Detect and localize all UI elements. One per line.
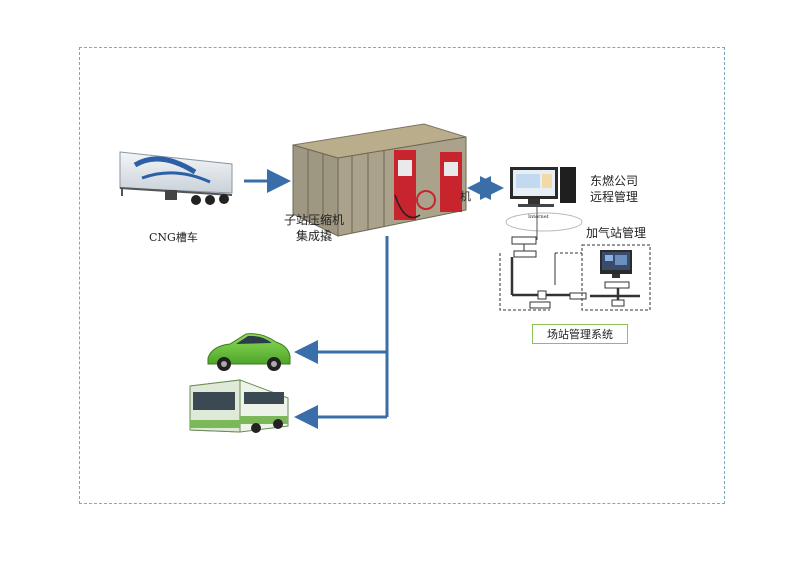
site-management-system-label: 场站管理系统 <box>547 328 613 341</box>
bus-image <box>189 379 289 433</box>
cng-truck-image <box>119 151 233 205</box>
network-diagram <box>499 236 651 311</box>
internet-label: Internet <box>528 214 549 220</box>
site-management-system-box: 场站管理系统 <box>532 324 628 344</box>
remote-management-line2: 远程管理 <box>590 190 639 204</box>
substation-label-line1: 子站压缩机 <box>283 213 344 227</box>
remote-management-line1: 东燃公司 <box>590 174 639 188</box>
substation-label-line2: 集成撬 <box>295 229 332 243</box>
computer-workstation-image <box>510 167 576 207</box>
cng-truck-label: CNG槽车 <box>149 231 198 244</box>
diagram-frame <box>79 47 725 504</box>
internet-cloud <box>505 212 583 232</box>
station-management-label: 加气站管理 <box>586 226 647 240</box>
remote-management-label: 东燃公司 远程管理 <box>590 173 638 205</box>
car-image <box>207 333 291 371</box>
substation-label: 子站压缩机 集成撬 <box>274 212 354 244</box>
compressor-skid-image <box>292 123 467 237</box>
partial-text: 机 <box>460 190 471 203</box>
station-monitor-image <box>600 250 632 278</box>
